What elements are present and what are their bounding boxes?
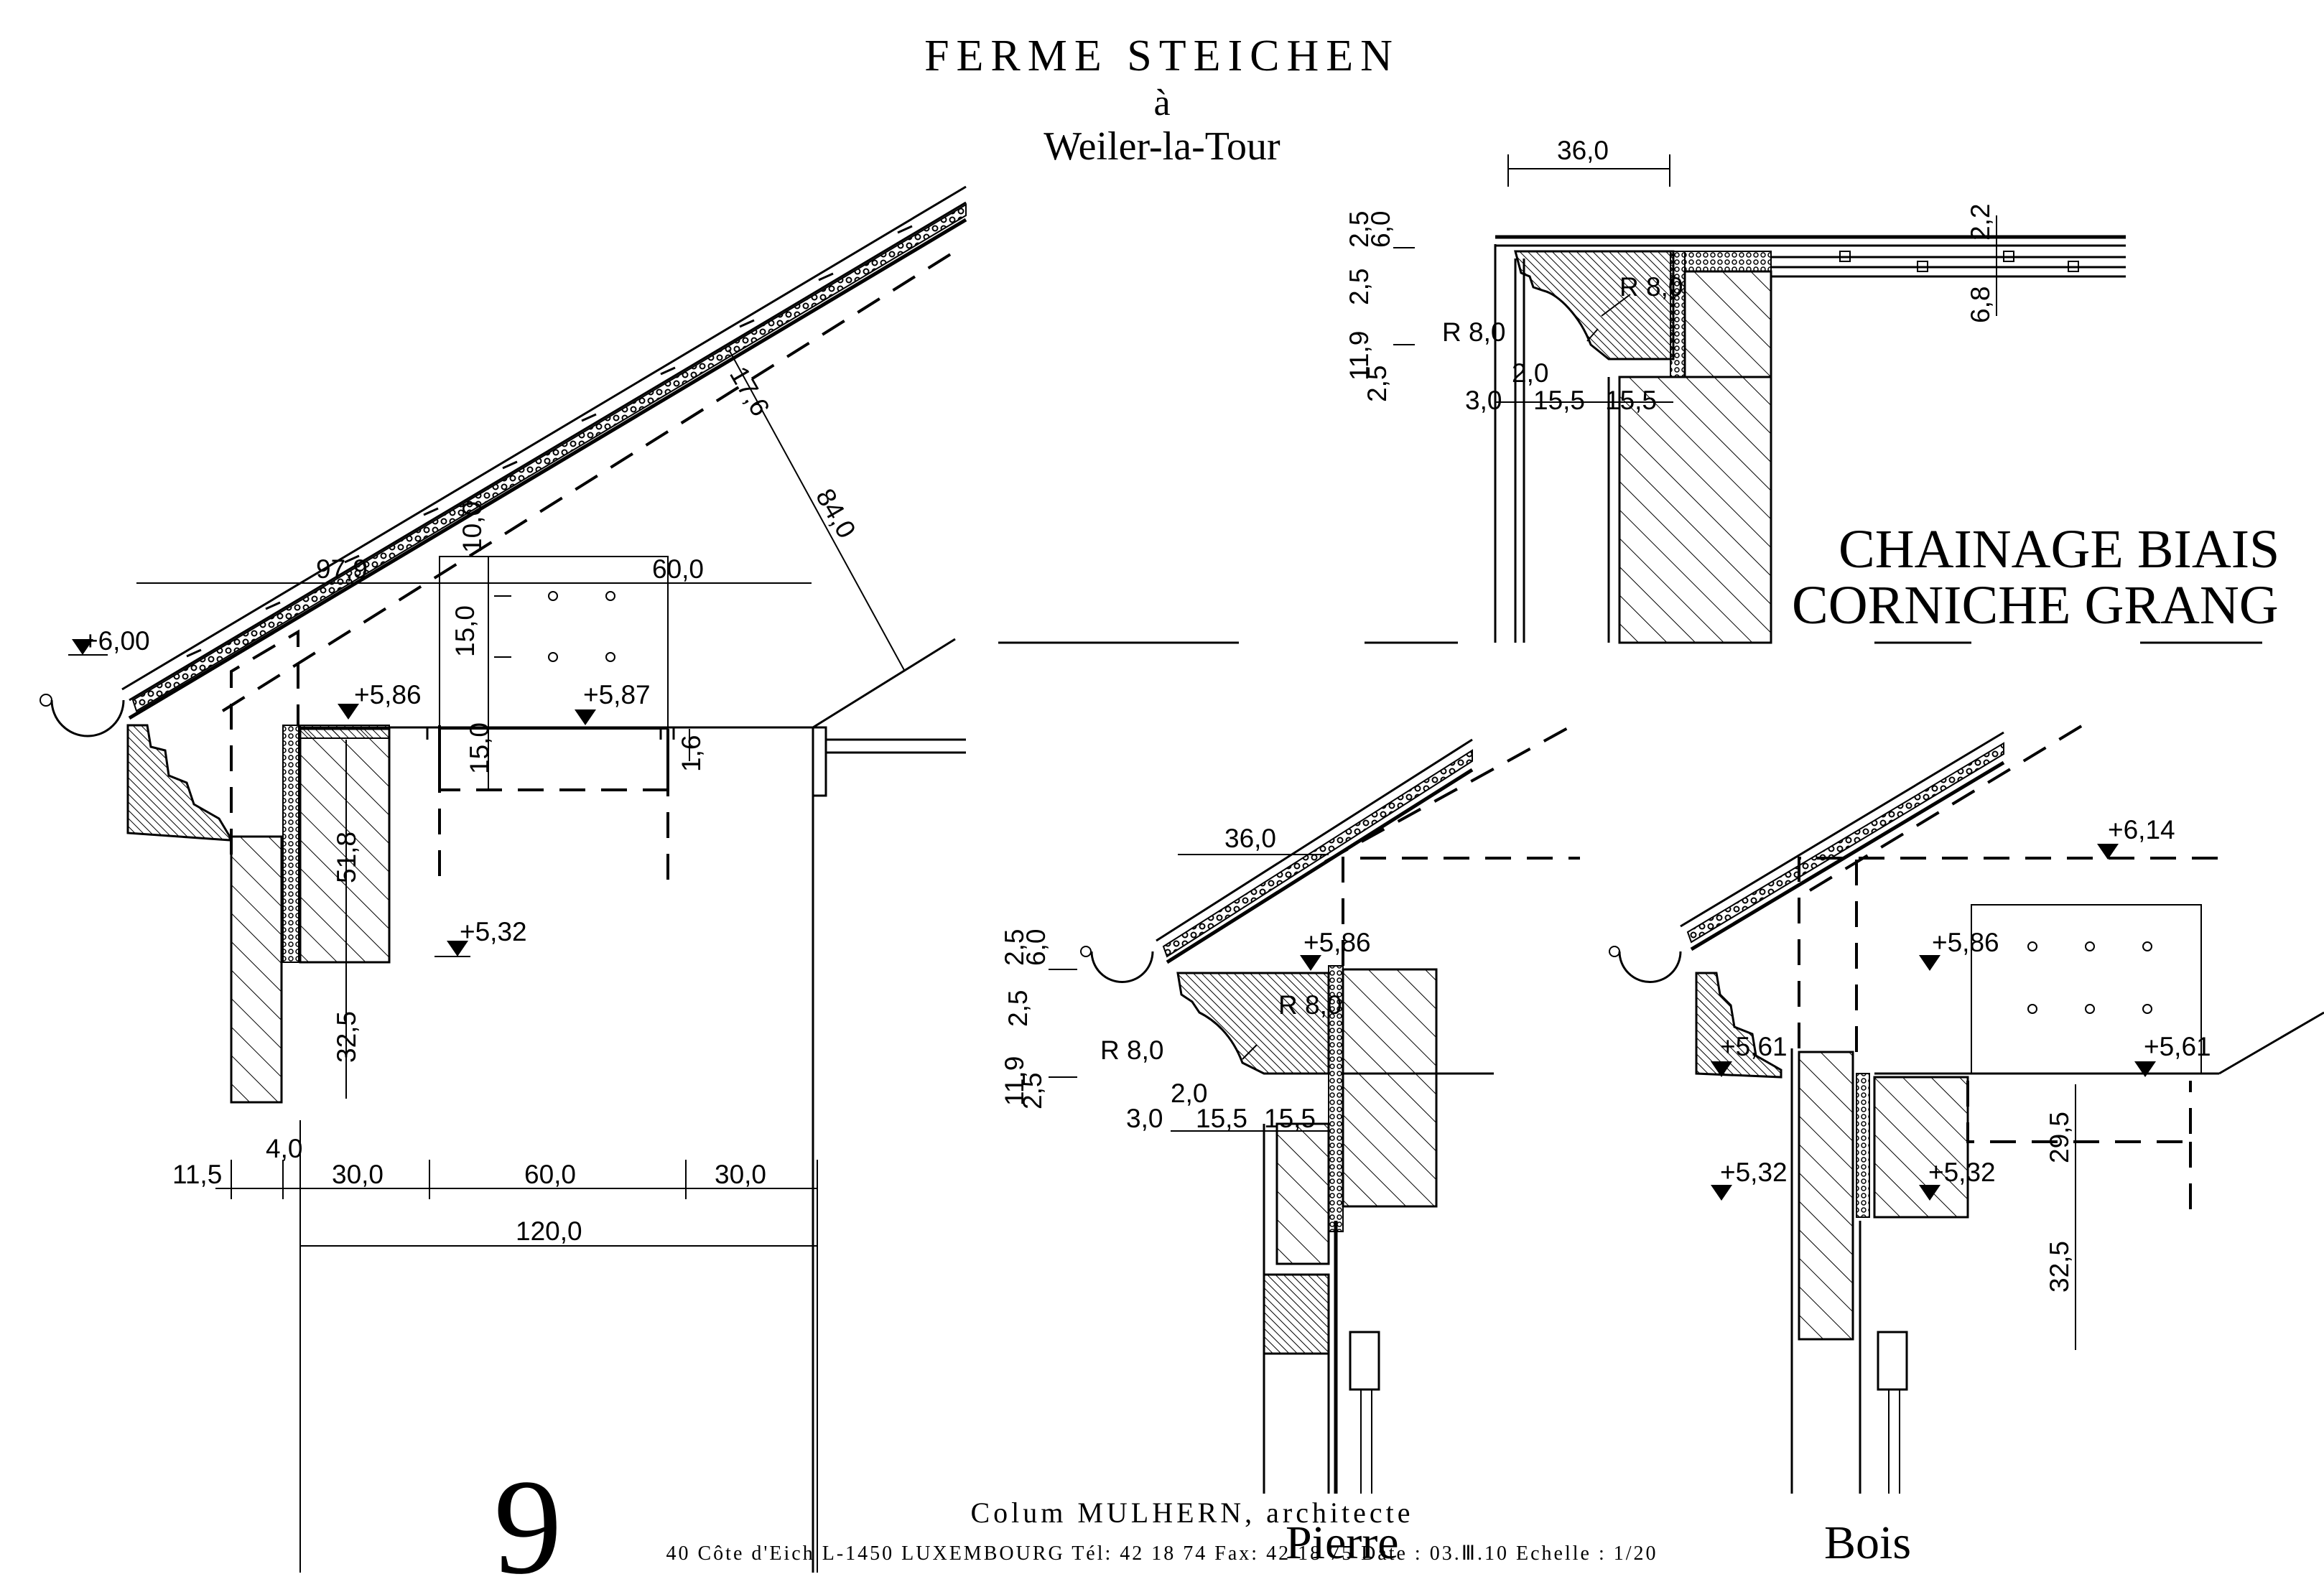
stone-radius-b: R 8,0 xyxy=(1100,1035,1163,1065)
section-title-line1: CHAINAGE BIAIS xyxy=(1839,519,2279,579)
stone-dim-36-0: 36,0 xyxy=(1224,824,1276,853)
level-614-wood: +6,14 xyxy=(2108,815,2175,844)
dim-60-0-top: 60,0 xyxy=(652,554,704,584)
stone-dim-2-5-a: 2,5 xyxy=(1000,929,1029,966)
level-532-wood-right: +5,32 xyxy=(1928,1158,1996,1187)
stone-variant-section: 36,0 2,5 6,0 2,5 11,9 2,5 R 8,0 R 8,0 2,… xyxy=(1000,724,1580,1569)
dim-120-0: 120,0 xyxy=(516,1216,582,1246)
dim-11-5: 11,5 xyxy=(172,1160,222,1189)
dim-60-0-b: 60,0 xyxy=(524,1160,576,1189)
level-561-wood-right: +5,61 xyxy=(2144,1032,2211,1061)
stone-dim-15-5-b: 15,5 xyxy=(1264,1104,1316,1133)
detail-dim-2-5-a: 2,5 xyxy=(1344,211,1374,248)
level-587: +5,87 xyxy=(583,680,651,709)
stone-dim-3-0: 3,0 xyxy=(1126,1104,1163,1133)
level-600: +6,00 xyxy=(83,626,150,656)
cornice-detail-top: 36,0 2,5 6,0 2,5 11,9 2,5 R 8,0 R 8,0 2,… xyxy=(998,136,2279,644)
project-place: Weiler-la-Tour xyxy=(1044,124,1280,169)
dim-30-0-a: 30,0 xyxy=(332,1160,384,1189)
wood-dim-29-5: 29,5 xyxy=(2045,1112,2074,1163)
wood-variant-section: +6,14 +5,86 +5,61 +5,61 +5,32 +5,32 29,5… xyxy=(1609,724,2324,1569)
detail-dim-11-9: 11,9 xyxy=(1344,331,1374,381)
dim-15-0-a: 15,0 xyxy=(450,605,480,657)
level-532-main: +5,32 xyxy=(460,917,527,946)
project-title: FERME STEICHEN xyxy=(924,32,1400,80)
architect-name: Colum MULHERN, architecte xyxy=(970,1496,1413,1529)
detail-dim-15-5-b: 15,5 xyxy=(1605,386,1657,415)
level-586-wood: +5,86 xyxy=(1932,928,1999,957)
detail-dim-2-0: 2,0 xyxy=(1512,358,1548,388)
detail-dim-15-5-a: 15,5 xyxy=(1533,386,1585,415)
detail-dim-2-2: 2,2 xyxy=(1966,204,1995,241)
section-title-line2: CORNICHE GRANG xyxy=(1792,575,2279,636)
detail-dim-2-5-b: 2,5 xyxy=(1344,269,1374,305)
detail-dim-36-0: 36,0 xyxy=(1557,136,1609,165)
title-block-header: FERME STEICHEN à Weiler-la-Tour xyxy=(924,32,1400,169)
stone-radius-a: R 8,0 xyxy=(1278,990,1342,1020)
level-586-stone: +5,86 xyxy=(1303,928,1371,957)
project-preposition: à xyxy=(1153,83,1170,124)
level-532-wood-left: +5,32 xyxy=(1720,1158,1788,1187)
detail-dim-3-0: 3,0 xyxy=(1465,386,1502,415)
dim-51-8: 51,8 xyxy=(332,832,361,883)
dim-97-9: 97,9 xyxy=(316,554,368,584)
stone-dim-2-5-c: 2,5 xyxy=(1018,1073,1047,1109)
sheet-number: 9 xyxy=(494,1452,562,1592)
level-561-wood-left: +5,61 xyxy=(1720,1032,1788,1061)
detail-dim-2-5-c: 2,5 xyxy=(1362,366,1392,402)
office-address: 40 Côte d'Eich L-1450 LUXEMBOURG Tél: 42… xyxy=(666,1542,1658,1565)
stone-dim-2-0: 2,0 xyxy=(1171,1079,1207,1108)
dim-30-0-b: 30,0 xyxy=(715,1160,766,1189)
stone-dim-15-5-a: 15,5 xyxy=(1196,1104,1247,1133)
level-586-main: +5,86 xyxy=(354,680,422,709)
dim-15-0-b: 15,0 xyxy=(465,722,494,774)
title-block-footer: 9 Colum MULHERN, architecte 40 Côte d'Ei… xyxy=(494,1452,1658,1592)
dim-10-0: 10,0 xyxy=(457,501,487,553)
dim-32-5: 32,5 xyxy=(332,1011,361,1063)
main-eaves-section: 97,9 60,0 10,0 15,0 15,0 17,6 84,0 1,6 5… xyxy=(39,185,967,1573)
detail-radius-b: R 8,0 xyxy=(1442,317,1505,347)
wood-dim-32-5: 32,5 xyxy=(2045,1241,2074,1293)
detail-radius-a: R 8,0 xyxy=(1619,272,1683,302)
detail-dim-6-0: 6,0 xyxy=(1366,211,1395,248)
stone-dim-6-0: 6,0 xyxy=(1021,929,1051,966)
stone-dim-11-9: 11,9 xyxy=(1000,1056,1029,1106)
stone-dim-2-5-b: 2,5 xyxy=(1003,990,1033,1027)
dim-4-0: 4,0 xyxy=(266,1134,302,1163)
detail-dim-6-8: 6,8 xyxy=(1966,287,1995,323)
dim-1-6: 1,6 xyxy=(677,735,706,772)
caption-wood: Bois xyxy=(1824,1517,1911,1569)
caption-stone: Pierre xyxy=(1286,1517,1399,1569)
